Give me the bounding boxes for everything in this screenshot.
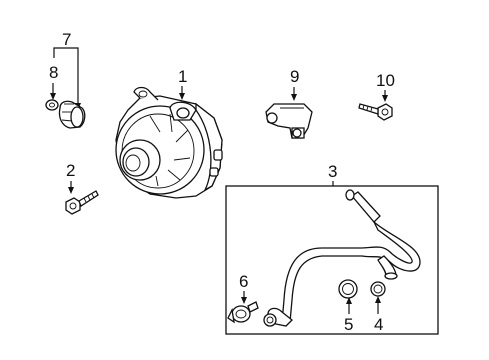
arrowhead-10 xyxy=(382,95,388,102)
callout-10: 10 xyxy=(376,71,395,90)
callout-4: 4 xyxy=(374,315,383,334)
washer-part-8 xyxy=(45,99,59,111)
bolt-part-2 xyxy=(65,190,99,215)
callout-9: 9 xyxy=(290,67,299,86)
callout-6: 6 xyxy=(239,272,248,291)
arrowhead-4 xyxy=(375,296,381,303)
bolt-part-10 xyxy=(358,103,393,121)
arrowhead-8 xyxy=(50,93,56,100)
callout-3: 3 xyxy=(328,162,337,181)
boot-part-7 xyxy=(58,100,86,129)
o-ring-part-4 xyxy=(370,281,386,297)
o-ring-part-5 xyxy=(338,279,358,299)
hose-kit-box-part-3 xyxy=(225,185,439,335)
bracket-part-9 xyxy=(265,103,313,139)
callout-2: 2 xyxy=(66,161,75,180)
leader-lines xyxy=(50,47,388,314)
leader-7 xyxy=(53,47,79,104)
arrowhead-1 xyxy=(179,93,185,100)
arrowhead-5 xyxy=(346,297,352,304)
arrowhead-9 xyxy=(291,94,297,101)
arrowhead-6 xyxy=(241,297,247,304)
callout-7: 7 xyxy=(62,30,71,49)
arrowhead-2 xyxy=(68,187,74,194)
alternator-part-1 xyxy=(115,86,223,199)
callout-8: 8 xyxy=(49,63,58,82)
clamp-part-6 xyxy=(227,301,259,324)
callout-5: 5 xyxy=(344,315,353,334)
hose-part-3 xyxy=(263,189,421,327)
callout-1: 1 xyxy=(178,67,187,86)
